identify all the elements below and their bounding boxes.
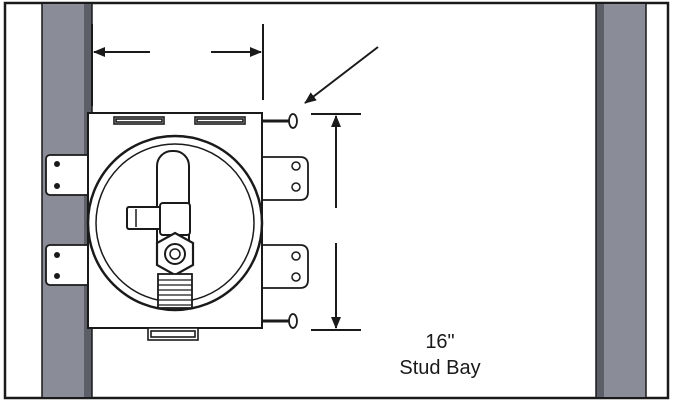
left-stud [41, 4, 93, 397]
right-mounting-tab-top [262, 156, 309, 201]
top-nail [262, 113, 298, 129]
top-knockout-slots [113, 116, 246, 125]
pointer-arrow [304, 46, 379, 104]
left-mounting-bracket-top [45, 154, 93, 196]
bottom-knockout-slot [147, 327, 199, 341]
right-mounting-tab-bottom [262, 244, 309, 289]
bottom-nail [262, 313, 298, 329]
shutoff-valve [126, 150, 195, 309]
bay-width-label: 16" [425, 331, 455, 353]
bay-name-label: Stud Bay [399, 357, 481, 379]
height-dimension-arrow [311, 113, 361, 331]
left-mounting-bracket-bottom [45, 244, 93, 286]
right-stud [595, 4, 647, 397]
width-dimension-arrows [91, 24, 264, 106]
